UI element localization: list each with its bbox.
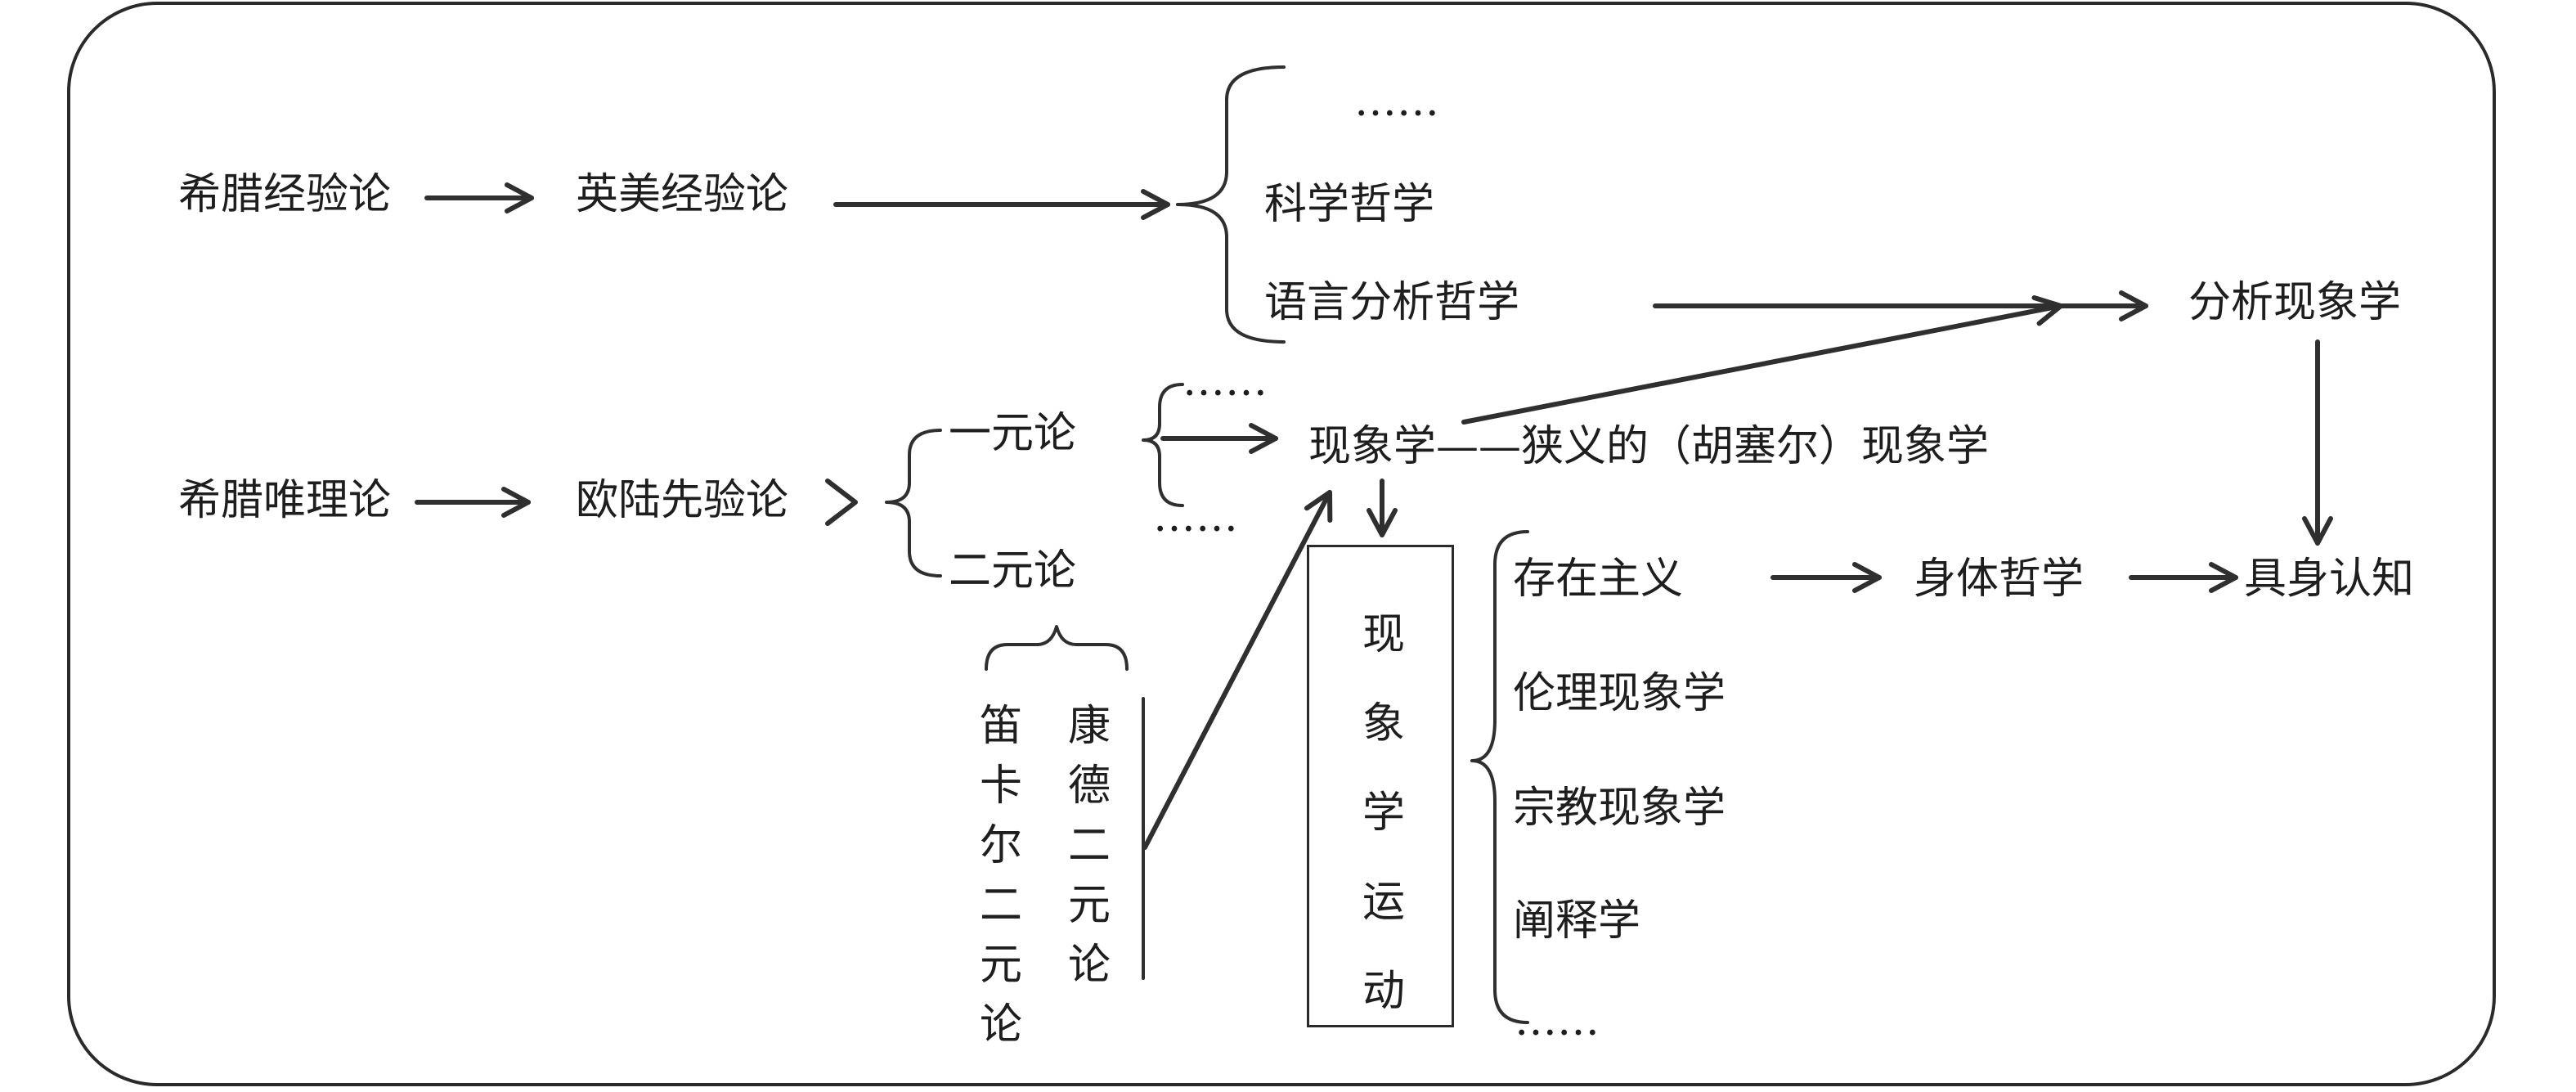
brace-monism-variants	[1142, 383, 1184, 507]
node-embodied-cognition: 具身认知	[2244, 555, 2415, 604]
node-monism: 一元论	[949, 409, 1077, 458]
chevron-continental-to-split	[825, 479, 858, 526]
brace-monism-dualism	[885, 429, 942, 577]
node-anglo-american-empiricism: 英美经验论	[576, 170, 789, 219]
ellipsis-movement-more: ……	[1515, 996, 1600, 1045]
brace-empiricism-branches	[1176, 65, 1286, 344]
node-religious-phenomenology: 宗教现象学	[1513, 784, 1726, 833]
ellipsis-empiricism-more: ……	[1354, 77, 1439, 126]
node-body-philosophy: 身体哲学	[1914, 555, 2085, 604]
node-phenomenological-movement: 现象学运动	[1362, 610, 1405, 1016]
node-linguistic-analytic-philosophy: 语言分析哲学	[1264, 278, 1520, 327]
node-dualism: 二元论	[949, 546, 1077, 595]
node-existentialism: 存在主义	[1513, 555, 1684, 604]
arrow-dualism-to-phenomenology	[1142, 490, 1333, 850]
node-hermeneutics: 阐释学	[1513, 897, 1641, 946]
node-phenomenology-husserl: 现象学——狭义的（胡塞尔）现象学	[1308, 422, 1990, 471]
phenomenological-movement-box	[1307, 545, 1454, 1027]
node-analytic-phenomenology: 分析现象学	[2188, 278, 2402, 327]
node-kant-dualism: 康德二元论	[1067, 702, 1111, 990]
brace-movement-branches	[1470, 530, 1529, 1024]
ellipsis-monism-top: ……	[1183, 357, 1268, 406]
node-ethical-phenomenology: 伦理现象学	[1513, 669, 1726, 718]
node-greek-empiricism: 希腊经验论	[178, 170, 392, 219]
brace-dualism-examples	[985, 625, 1129, 671]
diagram-frame	[67, 2, 2496, 1086]
node-descartes-dualism: 笛卡尔二元论	[979, 702, 1022, 1049]
arrow-phenomenology-to-analytic-phenomenology	[1461, 295, 2063, 425]
node-continental-apriorism: 欧陆先验论	[576, 476, 789, 525]
node-greek-rationalism: 希腊唯理论	[178, 476, 392, 525]
node-philosophy-of-science: 科学哲学	[1264, 180, 1435, 229]
ellipsis-monism-bottom: ……	[1153, 492, 1238, 542]
